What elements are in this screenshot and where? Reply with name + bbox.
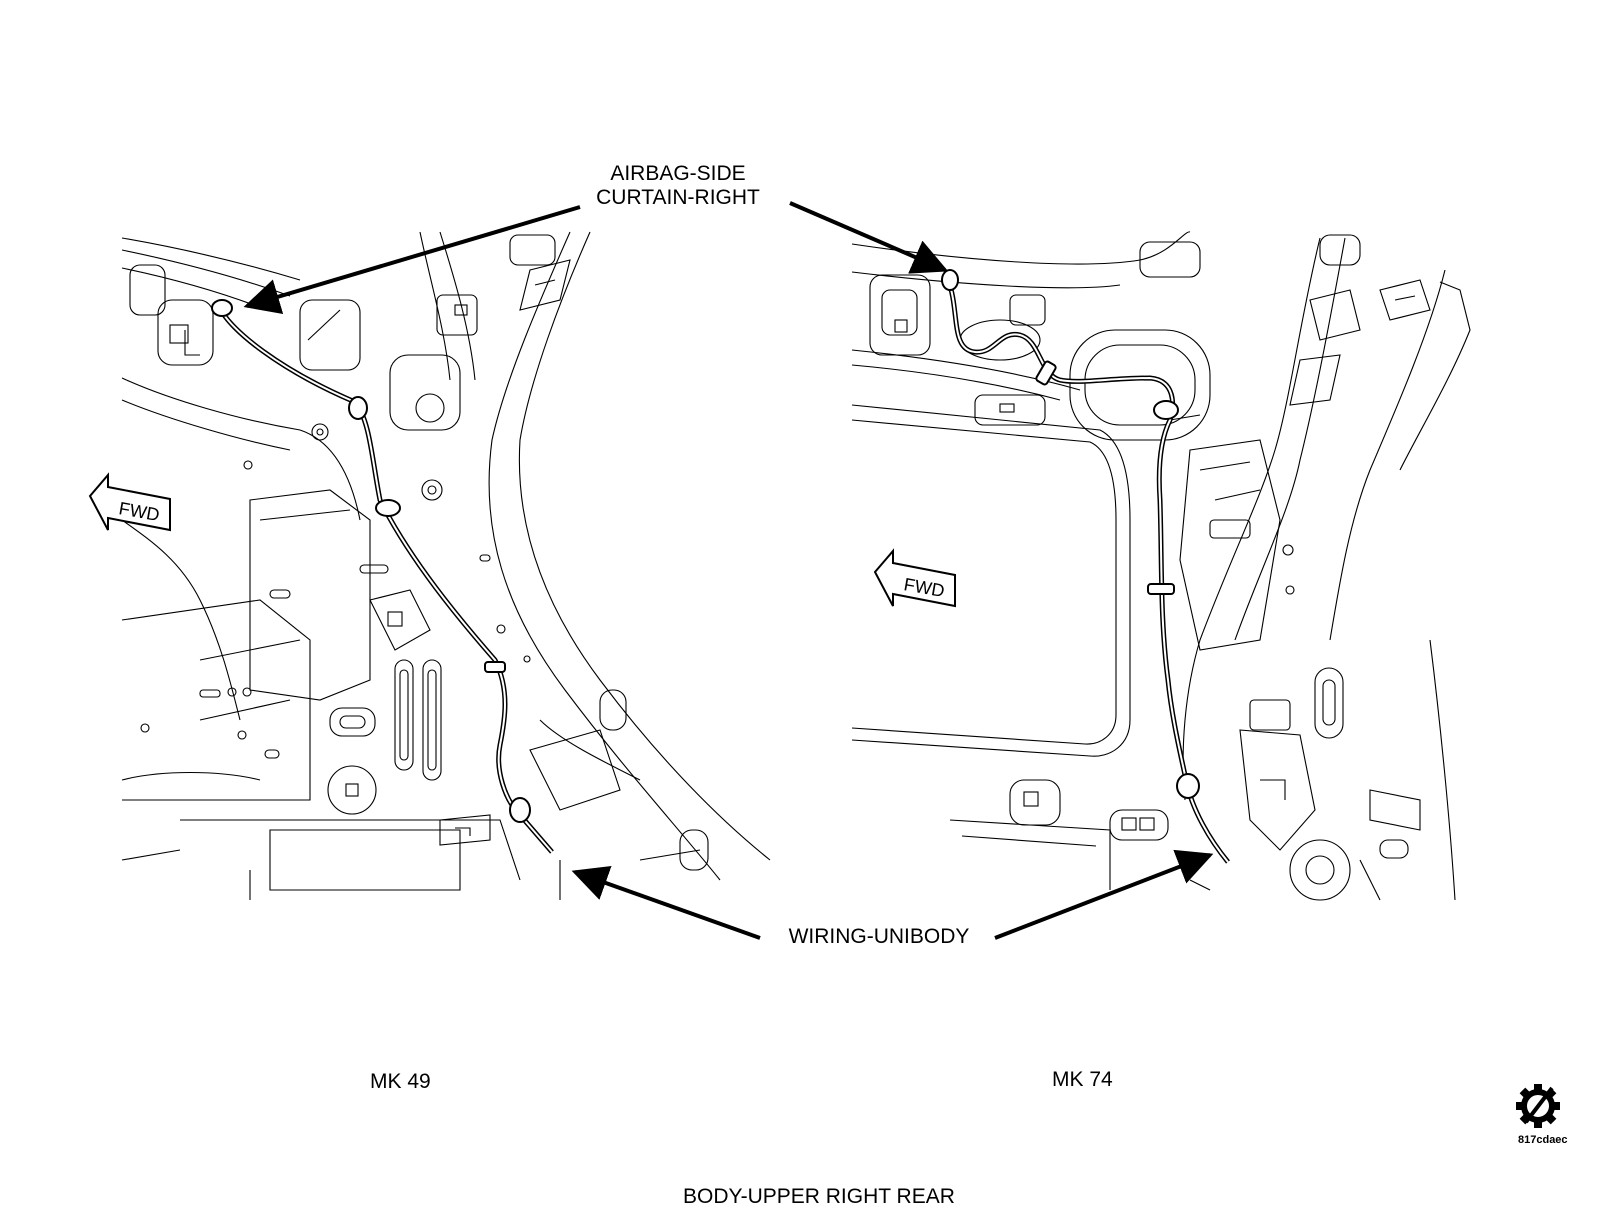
right-fwd-arrow-icon — [873, 548, 956, 608]
left-view-caption: MK 49 — [370, 1070, 431, 1093]
right-harness-clips — [941, 269, 1200, 799]
gear-slash-icon — [1516, 1084, 1560, 1128]
airbag-callout-label: AIRBAG-SIDE CURTAIN-RIGHT — [578, 162, 778, 210]
left-harness-clips — [211, 299, 531, 823]
airbag-callout-line1: AIRBAG-SIDE — [610, 162, 746, 185]
airbag-callout-line2: CURTAIN-RIGHT — [596, 186, 760, 209]
callout-leaders — [243, 201, 1214, 940]
left-wiring-harness — [217, 306, 554, 854]
figure-title: BODY-UPPER RIGHT REAR — [683, 1185, 955, 1208]
left-view-body-panel — [121, 231, 771, 900]
figure-code: 817cdaec — [1518, 1134, 1568, 1146]
left-fwd-arrow-icon — [88, 472, 171, 532]
wiring-callout-label: WIRING-UNIBODY — [788, 925, 970, 948]
right-view-caption: MK 74 — [1052, 1068, 1113, 1091]
